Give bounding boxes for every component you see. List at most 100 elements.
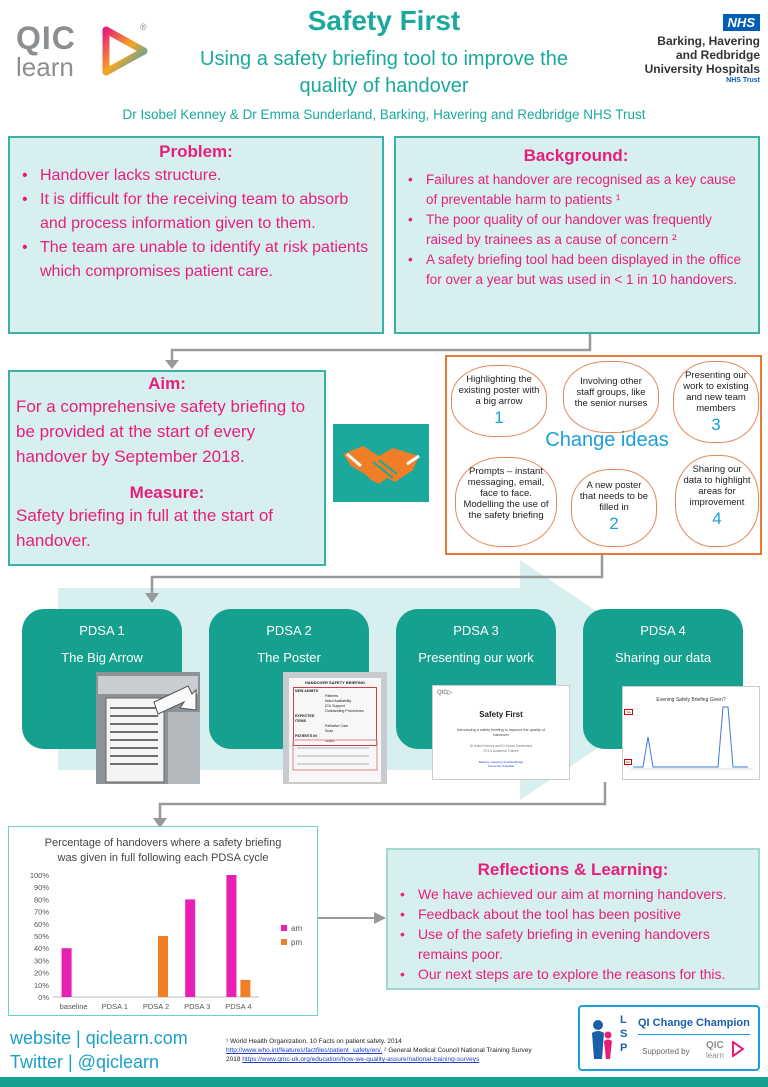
pdsa-label: PDSA 1: [79, 623, 125, 638]
change-idea-cloud-2: Involving other staff groups, like the s…: [563, 361, 659, 433]
poster-subtitle-line1: Using a safety briefing tool to improve …: [200, 48, 568, 70]
slide-title: Safety First: [479, 710, 523, 719]
poster-row: Patients: [325, 694, 338, 698]
pdsa-label: PDSA 3: [453, 623, 499, 638]
problem-box: Problem: Handover lacks structure. It is…: [8, 136, 384, 334]
x-tick-label: baseline: [60, 1002, 88, 1011]
change-idea-cloud-1: Highlighting the existing poster with a …: [451, 365, 547, 437]
pdsa-name: Presenting our work: [418, 650, 534, 665]
background-box: Background: Failures at handover are rec…: [394, 136, 760, 334]
cloud-number: 4: [712, 509, 722, 528]
badge-play-icon: [732, 1041, 744, 1057]
references: ¹ World Health Organization. 10 Facts on…: [226, 1037, 566, 1064]
y-tick-label: 0%: [38, 993, 49, 1002]
poster-markings: [292, 739, 378, 771]
legend-label: pm: [291, 938, 302, 947]
reflections-heading: Reflections & Learning:: [477, 860, 669, 879]
pdsa-name: Sharing our data: [614, 650, 712, 665]
aim-text: For a comprehensive safety briefing to b…: [16, 397, 306, 466]
pdsa1-photo: [96, 672, 200, 784]
y-tick-label: 100%: [30, 871, 50, 880]
badge-logo-qic: QIC: [706, 1040, 724, 1051]
connector-arrow-bottom: [153, 782, 607, 828]
trust-name-line1: Barking, Havering: [657, 34, 760, 48]
people-icon: [592, 1020, 612, 1059]
reflections-box: Reflections & Learning: We have achieved…: [386, 848, 760, 990]
list-item: A safety briefing tool had been displaye…: [402, 250, 750, 290]
nhs-badge: NHS: [722, 14, 760, 31]
trust-name-line2: and Redbridge: [675, 48, 760, 62]
list-item: Use of the safety briefing in evening ha…: [394, 924, 752, 964]
mini-chart-line: [633, 706, 748, 768]
poster-row: EXPECTED: [295, 714, 315, 718]
twitter-link[interactable]: Twitter | @qiclearn: [10, 1052, 159, 1072]
reference-line-2: http://www.who.int/features/factfiles/pa…: [226, 1046, 566, 1055]
reference-1: ¹ World Health Organization. 10 Facts on…: [226, 1038, 402, 1045]
background-heading: Background:: [523, 146, 629, 165]
pdsa2-photo: HANDOVER SAFETY BRIEFING NEW ADMITS Pati…: [283, 672, 387, 784]
list-item: The poor quality of our handover was fre…: [402, 210, 750, 250]
handshake-icon: [333, 424, 429, 502]
measure-text: Safety briefing in full at the start of …: [16, 506, 274, 550]
handshake-glyph: [343, 446, 420, 484]
x-tick-label: PDSA 2: [143, 1002, 169, 1011]
y-tick-label: 50%: [34, 932, 49, 941]
reference-2-link[interactable]: https://www.gmc-uk.org/education/how-we-…: [242, 1056, 480, 1063]
mini-chart-no-label: No: [624, 759, 632, 765]
reference-line-3: 2018 https://www.gmc-uk.org/education/ho…: [226, 1055, 566, 1064]
connector-arrow-right: [318, 912, 386, 924]
poster-row: PATIENTS IN: [295, 734, 317, 738]
registered-mark: ®: [140, 22, 147, 32]
y-tick-label: 10%: [34, 981, 49, 990]
poster-row: Ward Availability: [325, 699, 352, 703]
pdsa1-photo-graphic: [96, 672, 200, 784]
pdsa3-slide: QIC▷ Safety First Introducing a safety b…: [432, 685, 570, 780]
bar-am: [185, 899, 196, 997]
badge-divider: [638, 1034, 750, 1035]
trust-name-line3: University Hospitals: [644, 62, 760, 76]
slide-authors: Dr Isobel Kenney and Dr Emma Sunderland: [469, 744, 533, 748]
poster-row: Outstanding Procedures: [325, 709, 364, 713]
cloud-text: Highlighting the existing poster with a …: [458, 374, 540, 407]
bar-chart-title-line1: Percentage of handovers where a safety b…: [44, 837, 282, 849]
poster-authors: Dr Isobel Kenney & Dr Emma Sunderland, B…: [122, 107, 646, 122]
cloud-text: Presenting our work to existing and new …: [683, 370, 749, 414]
y-tick-label: 70%: [34, 908, 49, 917]
legend-swatch: [281, 925, 287, 931]
cloud-text: Prompts – instant messaging, email, face…: [463, 466, 549, 521]
badge-title: QI Change Champion: [638, 1017, 750, 1029]
reflections-list: We have achieved our aim at morning hand…: [394, 884, 752, 984]
cloud-text: Sharing our data to highlight areas for …: [683, 464, 751, 508]
pdsa-name: The Big Arrow: [61, 650, 143, 665]
bar-chart-panel: Percentage of handovers where a safety b…: [8, 826, 318, 1016]
logo-text-qic: QIC: [16, 20, 76, 56]
poster-row: NEW ADMITS: [295, 689, 319, 693]
y-tick-label: 90%: [34, 883, 49, 892]
poster-row: Palliative Care: [325, 724, 349, 728]
poster-grid: NEW ADMITS Patients Ward Availability IC…: [293, 687, 377, 746]
nhs-trust-logo: NHS Barking, Havering and Redbridge Univ…: [610, 14, 760, 94]
legend-label: am: [291, 924, 302, 933]
background-list: Failures at handover are recognised as a…: [402, 170, 750, 290]
badge-qic-logo: QIC learn: [706, 1040, 744, 1060]
x-tick-label: PDSA 1: [102, 1002, 128, 1011]
poster-heading: HANDOVER SAFETY BRIEFING: [305, 680, 365, 685]
badge-logo-learn: learn: [706, 1051, 724, 1060]
cloud-number: 3: [711, 415, 721, 434]
bar-pm: [158, 936, 168, 997]
bar-am: [226, 875, 237, 997]
play-triangle-icon: [102, 26, 148, 76]
reference-2: ² General Medical Council National Train…: [382, 1047, 532, 1054]
bottom-band: [0, 1077, 768, 1087]
aim-box: Aim: For a comprehensive safety briefing…: [8, 370, 326, 566]
reference-1-link[interactable]: http://www.who.int/features/factfiles/pa…: [226, 1047, 383, 1054]
change-ideas-title: Change ideas: [545, 429, 669, 451]
cloud-number: 2: [609, 514, 619, 533]
website-link[interactable]: website | qiclearn.com: [10, 1028, 188, 1048]
poster-row: Notes: [325, 739, 335, 743]
connector-arrow-middle: [145, 555, 604, 603]
x-tick-label: PDSA 3: [184, 1002, 210, 1011]
list-item: Failures at handover are recognised as a…: [402, 170, 750, 210]
pdsa-label: PDSA 4: [640, 623, 686, 638]
mini-chart-yes-label: Yes: [624, 709, 633, 715]
